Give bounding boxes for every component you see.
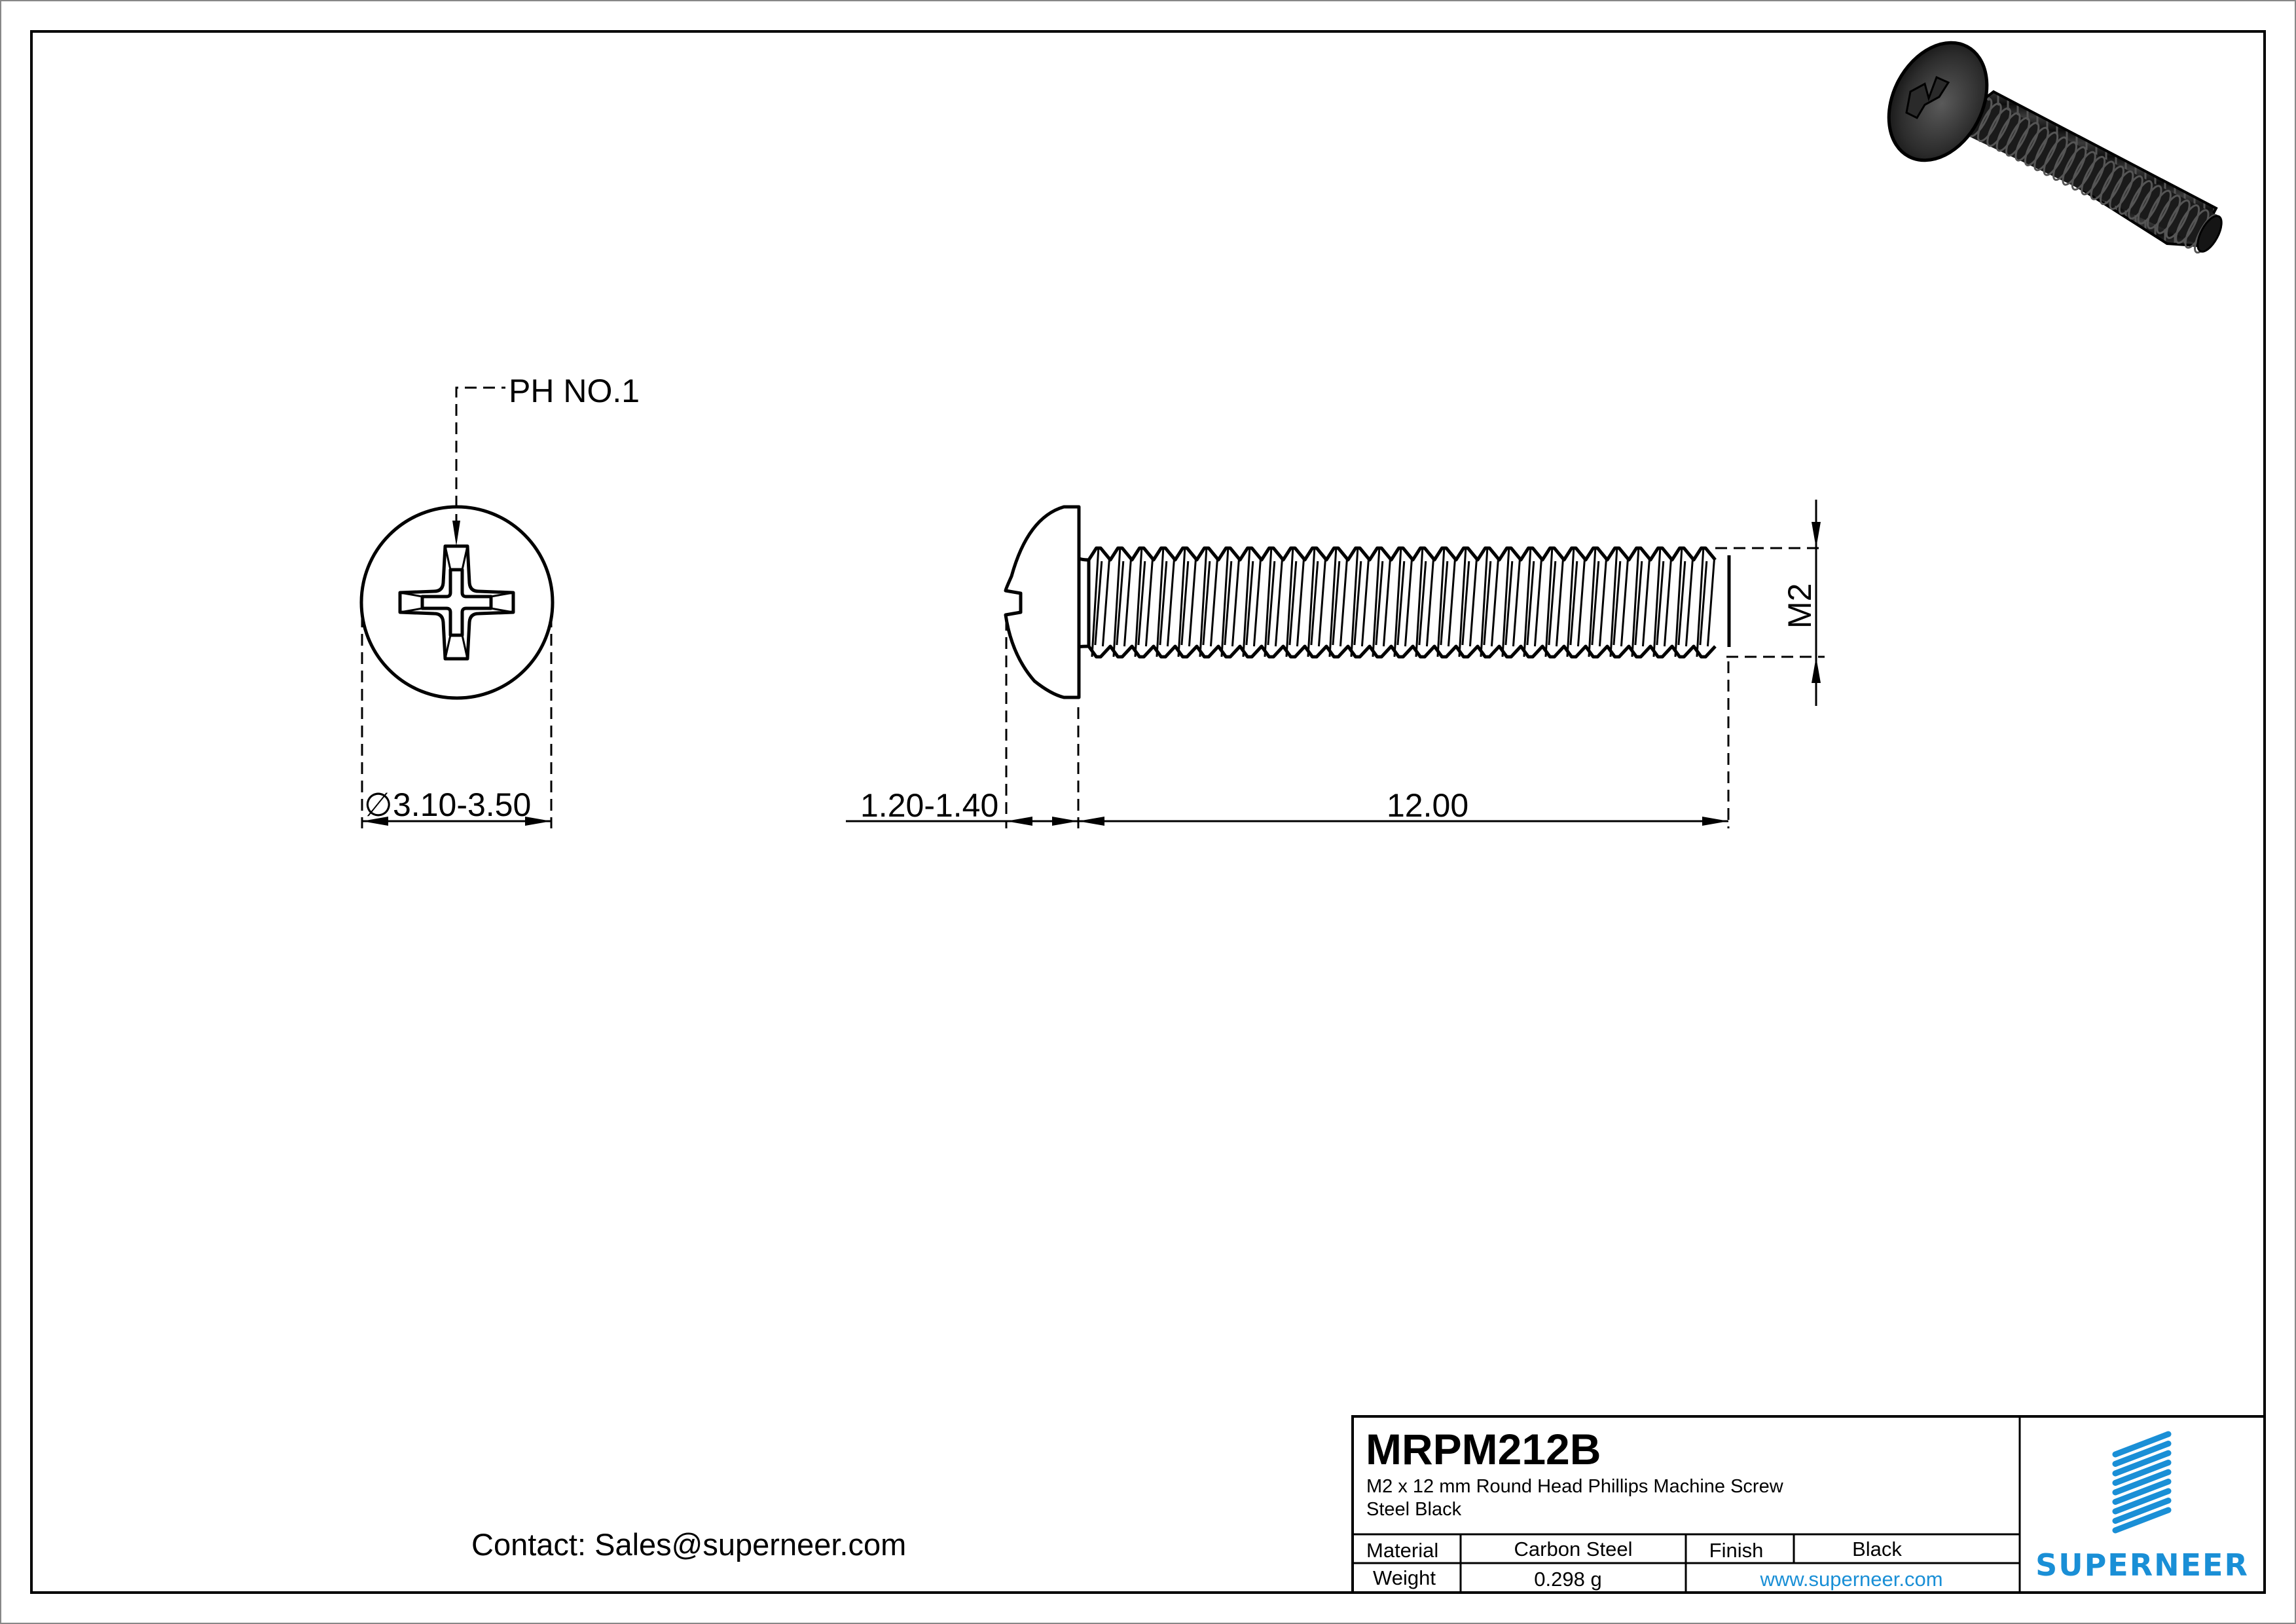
side-view: M2 1.20-1.40 12.00 <box>846 500 1825 828</box>
part-number: MRPM212B <box>1366 1425 1601 1473</box>
material-label: Material <box>1366 1539 1438 1562</box>
part-description: M2 x 12 mm Round Head Phillips Machine S… <box>1366 1476 1784 1497</box>
part-description-finish: Steel Black <box>1366 1499 1462 1520</box>
recess-leader-line <box>455 386 505 526</box>
brand-name: SUPERNEER <box>2035 1547 2249 1583</box>
arrow-right-icon <box>525 817 551 826</box>
diameter-symbol: ∅ <box>364 786 393 823</box>
thread-extension-lines <box>1715 547 1825 658</box>
thread-body <box>1087 546 1717 659</box>
finish-label: Finish <box>1709 1539 1764 1562</box>
length-value: 12.00 <box>1387 787 1468 824</box>
finish-value: Black <box>1852 1538 1902 1560</box>
title-block: MRPM212B M2 x 12 mm Round Head Phillips … <box>1351 1415 2266 1594</box>
isometric-3d-view <box>1887 41 2223 254</box>
contact-email: Contact: Sales@superneer.com <box>471 1527 906 1562</box>
arrow-down-icon <box>1812 522 1821 548</box>
length-extension-lines <box>1005 619 1730 828</box>
material-value: Carbon Steel <box>1514 1538 1633 1560</box>
drawing-frame <box>30 30 2266 1594</box>
recess-callout: PH NO.1 <box>509 373 640 409</box>
weight-value: 0.298 g <box>1534 1568 1601 1591</box>
superneer-logo-icon <box>2112 1431 2172 1534</box>
thread-size-label: M2 <box>1781 583 1818 629</box>
head-diameter-value: 3.10-3.50 <box>393 786 531 823</box>
weight-label: Weight <box>1373 1566 1436 1589</box>
round-head-outline <box>1004 505 1081 699</box>
arrow-left-icon <box>362 817 388 826</box>
website-link[interactable]: www.superneer.com <box>1759 1568 1942 1591</box>
arrow-up-icon <box>1812 657 1821 683</box>
head-height-value: 1.20-1.40 <box>860 787 998 824</box>
top-view-head: PH NO.1 ∅ 3.10-3.50 <box>359 373 640 828</box>
leader-arrow-icon <box>452 521 460 546</box>
